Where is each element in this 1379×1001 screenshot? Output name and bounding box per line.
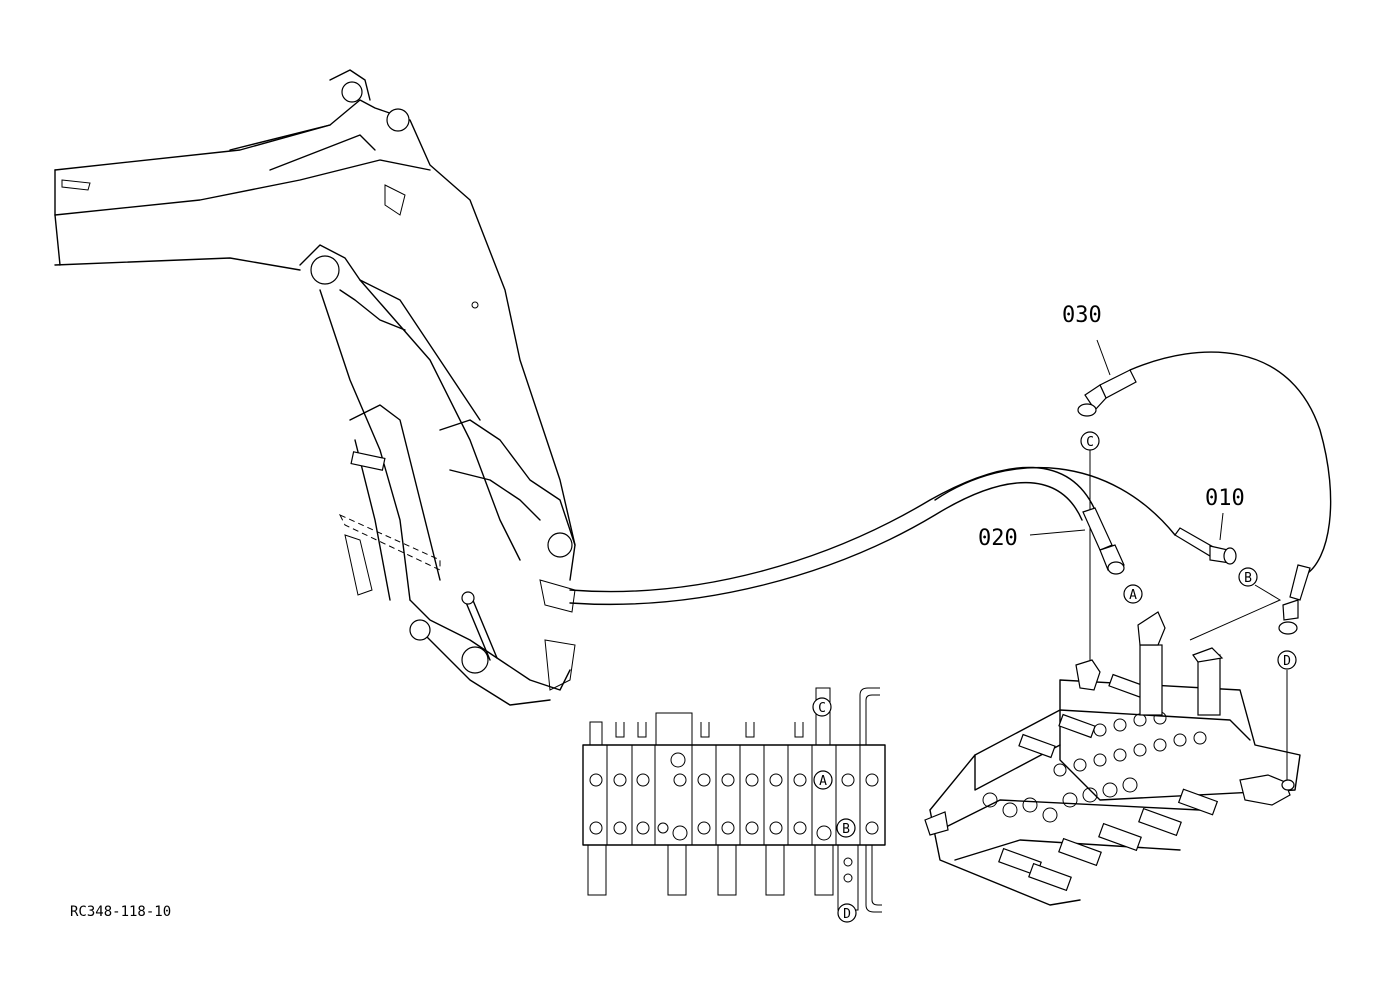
svg-text:C: C [1086, 435, 1094, 450]
connection-markers: C A B D C A B D [812, 431, 1297, 923]
fitting-020 [1082, 507, 1125, 575]
fitting-030 [1077, 369, 1137, 417]
svg-text:A: A [1129, 588, 1137, 603]
fittings [1077, 369, 1311, 635]
part-label-030: 030 [1062, 303, 1102, 328]
fitting-d-end [1278, 564, 1311, 635]
part-label-010: 010 [1205, 486, 1245, 511]
svg-text:C: C [818, 701, 826, 716]
marker-d-schematic: D [837, 903, 857, 923]
marker-d-main: D [1277, 650, 1297, 670]
svg-text:D: D [1283, 654, 1291, 669]
drawing-code: RC348-118-10 [70, 904, 171, 920]
marker-c-schematic: C [812, 697, 832, 717]
svg-text:B: B [842, 822, 850, 837]
marker-c-main: C [1080, 431, 1100, 451]
part-label-020: 020 [978, 526, 1018, 551]
hose-routing [569, 339, 1332, 780]
boom-arm-assembly [54, 69, 576, 706]
marker-b-schematic: B [836, 818, 856, 838]
marker-a-main: A [1123, 584, 1143, 604]
valve-stack-schematic [582, 687, 886, 913]
svg-text:B: B [1244, 571, 1252, 586]
part-labels: 030 010 020 [978, 303, 1245, 551]
svg-text:A: A [819, 774, 827, 789]
marker-a-schematic: A [813, 770, 833, 790]
svg-text:D: D [843, 907, 851, 922]
control-valve-assembly [924, 611, 1301, 906]
marker-b-main: B [1238, 567, 1258, 587]
fitting-010 [1174, 527, 1237, 565]
